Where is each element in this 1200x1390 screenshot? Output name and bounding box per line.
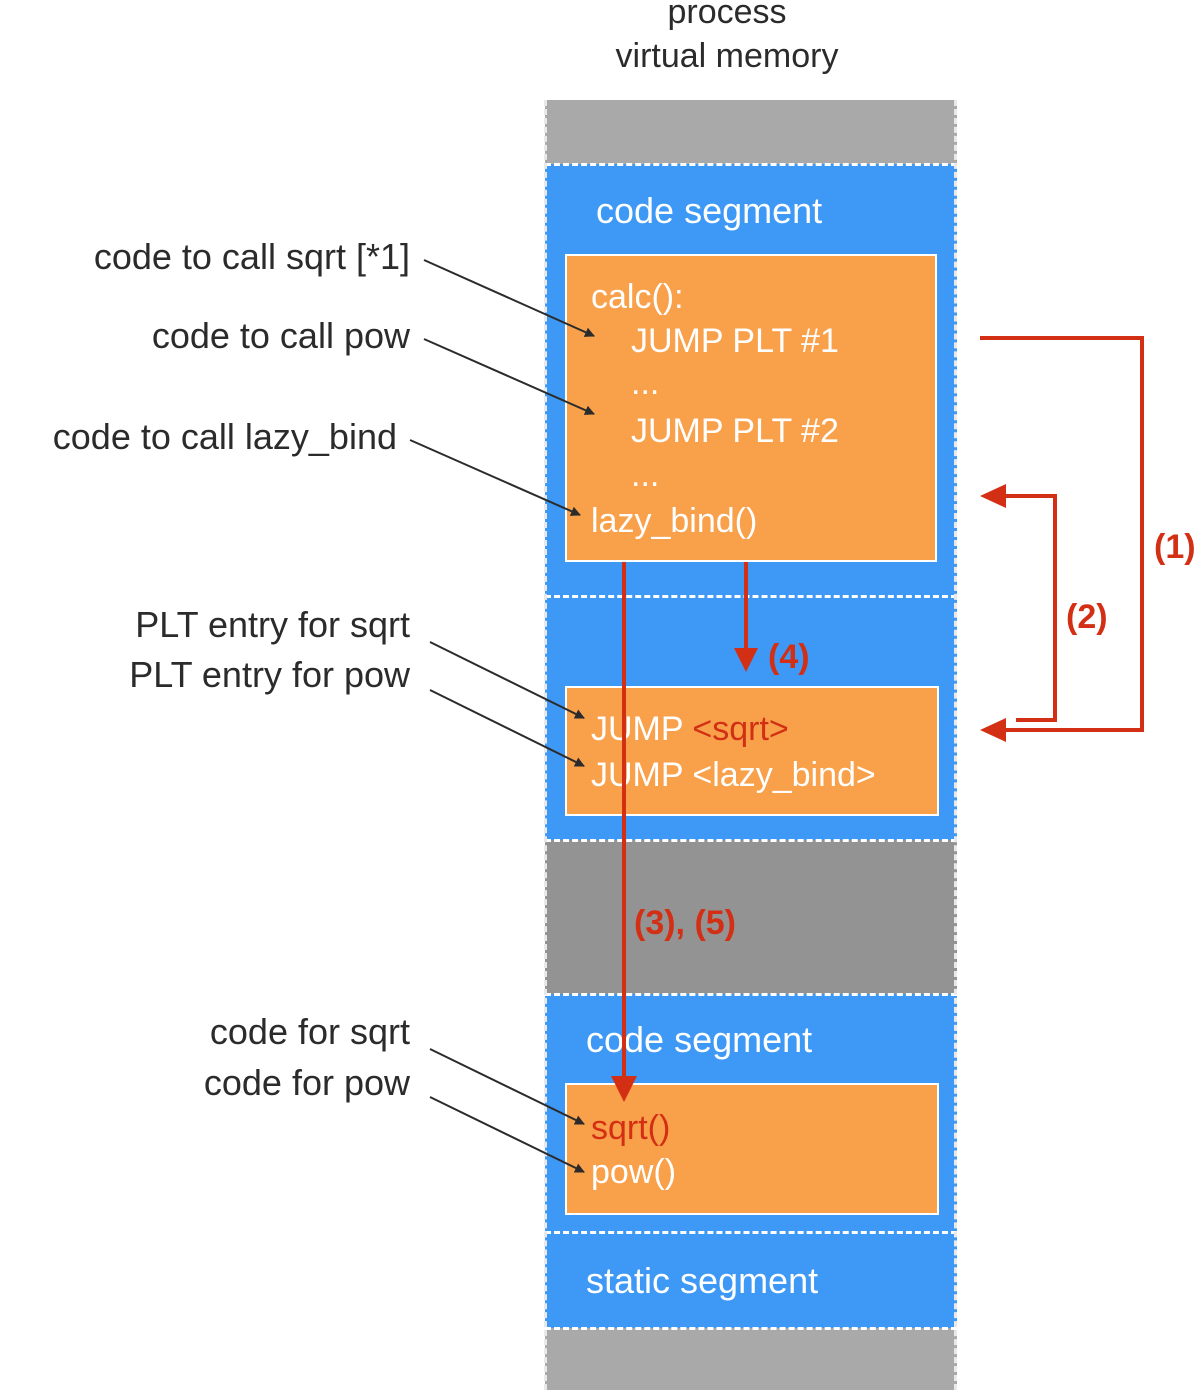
step2-label: (2) — [1066, 598, 1108, 636]
step3-5-label: (3), (5) — [634, 904, 736, 942]
library-code-box: sqrt() pow() — [565, 1083, 939, 1215]
plt-box: JUMP <sqrt> JUMP <lazy_bind> — [565, 686, 939, 816]
sqrt-target: <sqrt> — [692, 710, 789, 748]
plt-entry-pow: JUMP <lazy_bind> — [591, 756, 876, 795]
jump-keyword: JUMP — [591, 710, 693, 748]
jump-keyword: JUMP — [591, 756, 693, 794]
segment-divider — [545, 1231, 957, 1234]
step2-arrow — [1004, 494, 1057, 722]
step4-arrowhead — [734, 648, 758, 672]
unused-memory-middle — [545, 840, 957, 994]
label-call-lazy-bind: code to call lazy_bind — [52, 416, 397, 457]
label-call-sqrt: code to call sqrt [*1] — [93, 236, 410, 277]
segment-divider — [545, 1327, 957, 1330]
step1-arrow — [980, 336, 1144, 732]
unused-memory-top — [545, 100, 957, 164]
memory-right-edge — [954, 100, 957, 1390]
label-code-sqrt: code for sqrt — [209, 1011, 410, 1052]
label-code-pow: code for pow — [203, 1062, 410, 1103]
code-segment-label: code segment — [596, 190, 823, 231]
pointer-arrow — [409, 439, 581, 516]
diagram-title-line2: virtual memory — [615, 37, 839, 75]
ellipsis: ... — [631, 456, 660, 494]
ellipsis: ... — [631, 364, 660, 402]
lazy-bind-target: <lazy_bind> — [692, 756, 876, 794]
diagram-title-line1: process — [667, 0, 787, 31]
static-segment-label: static segment — [586, 1260, 819, 1301]
plt-entry-sqrt: JUMP <sqrt> — [591, 710, 789, 749]
label-plt-pow: PLT entry for pow — [129, 654, 410, 695]
jump-plt-2: JUMP PLT #2 — [631, 412, 839, 450]
calc-function-box: calc(): JUMP PLT #1 ... JUMP PLT #2 ... … — [565, 254, 937, 562]
pointer-arrow — [423, 338, 595, 415]
pointer-arrow — [429, 1048, 585, 1125]
pow-function: pow() — [591, 1153, 677, 1191]
label-call-pow: code to call pow — [151, 315, 410, 356]
pointer-arrow — [429, 689, 585, 767]
lazy-bind-function: lazy_bind() — [591, 502, 758, 540]
pointer-arrow — [429, 641, 585, 719]
step2-arrowhead — [980, 484, 1006, 508]
calc-header: calc(): — [591, 278, 684, 316]
step1-arrowhead — [980, 718, 1006, 742]
step4-label: (4) — [768, 638, 810, 676]
segment-divider — [545, 163, 957, 166]
segment-divider — [545, 839, 957, 842]
static-segment — [545, 1232, 957, 1328]
segment-divider — [545, 595, 957, 598]
step3-5-arrowhead — [611, 1076, 637, 1102]
pointer-arrow — [429, 1096, 585, 1173]
label-plt-sqrt: PLT entry for sqrt — [135, 604, 410, 645]
step1-label: (1) — [1154, 528, 1196, 566]
segment-divider — [545, 993, 957, 996]
sqrt-function: sqrt() — [591, 1109, 671, 1147]
memory-left-edge — [544, 100, 547, 1390]
jump-plt-1: JUMP PLT #1 — [631, 322, 839, 360]
pointer-arrow — [423, 259, 595, 337]
unused-memory-bottom — [545, 1328, 957, 1390]
